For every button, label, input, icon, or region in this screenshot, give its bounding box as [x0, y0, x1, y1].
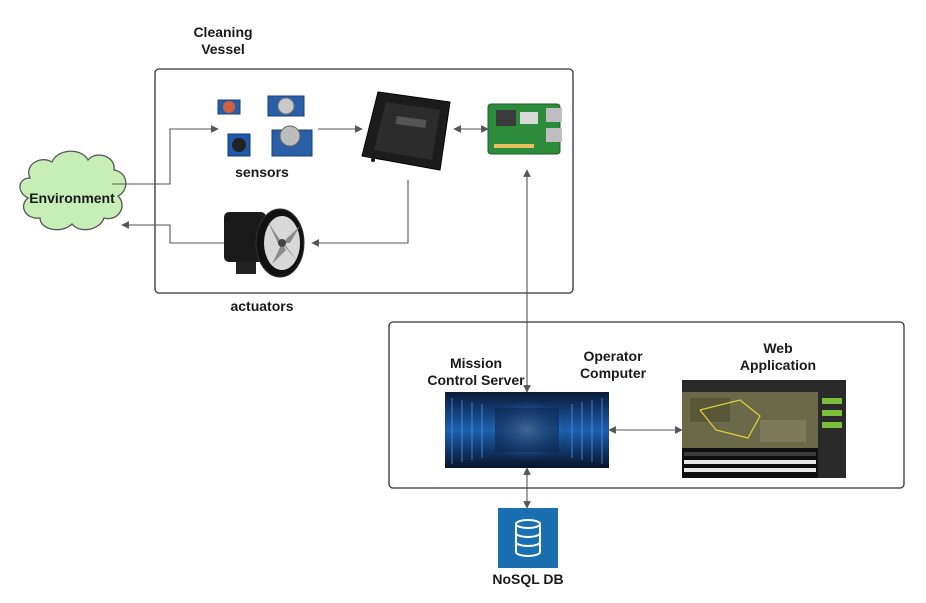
operator-computer-title-line2: Computer: [580, 365, 647, 381]
mission-control-title: Mission: [450, 355, 502, 371]
database-icon: [498, 508, 558, 568]
ducted-fan-thruster-icon: [224, 208, 305, 278]
environment-to-sensors-arrow: [112, 125, 219, 185]
cleaning-vessel-title: Cleaning: [193, 24, 252, 40]
nosql-db-label: NoSQL DB: [492, 571, 563, 587]
flight-controller-icon: [361, 91, 451, 171]
ground-control-map-icon: [682, 380, 846, 478]
cleaning-vessel-box: [154, 68, 574, 294]
sensor-modules-icon: [217, 95, 313, 157]
actuators-label: actuators: [230, 298, 293, 314]
ground-station-box: [388, 321, 905, 489]
environment-cloud: Environment: [19, 150, 127, 231]
raspberry-pi-icon: [487, 103, 562, 155]
cleaning-vessel-title-line2: Vessel: [201, 41, 245, 57]
actuator-to-environment-arrow: [121, 221, 224, 244]
web-application-title-line2: Application: [740, 357, 816, 373]
server-room-icon: [445, 392, 609, 468]
mission-control-title-line2: Control Server: [427, 372, 525, 388]
sensors-label: sensors: [235, 164, 289, 180]
web-application-title: Web: [763, 340, 792, 356]
operator-computer-title: Operator: [583, 348, 643, 364]
controller-to-actuator-arrow: [311, 180, 409, 247]
environment-label: Environment: [29, 190, 115, 206]
